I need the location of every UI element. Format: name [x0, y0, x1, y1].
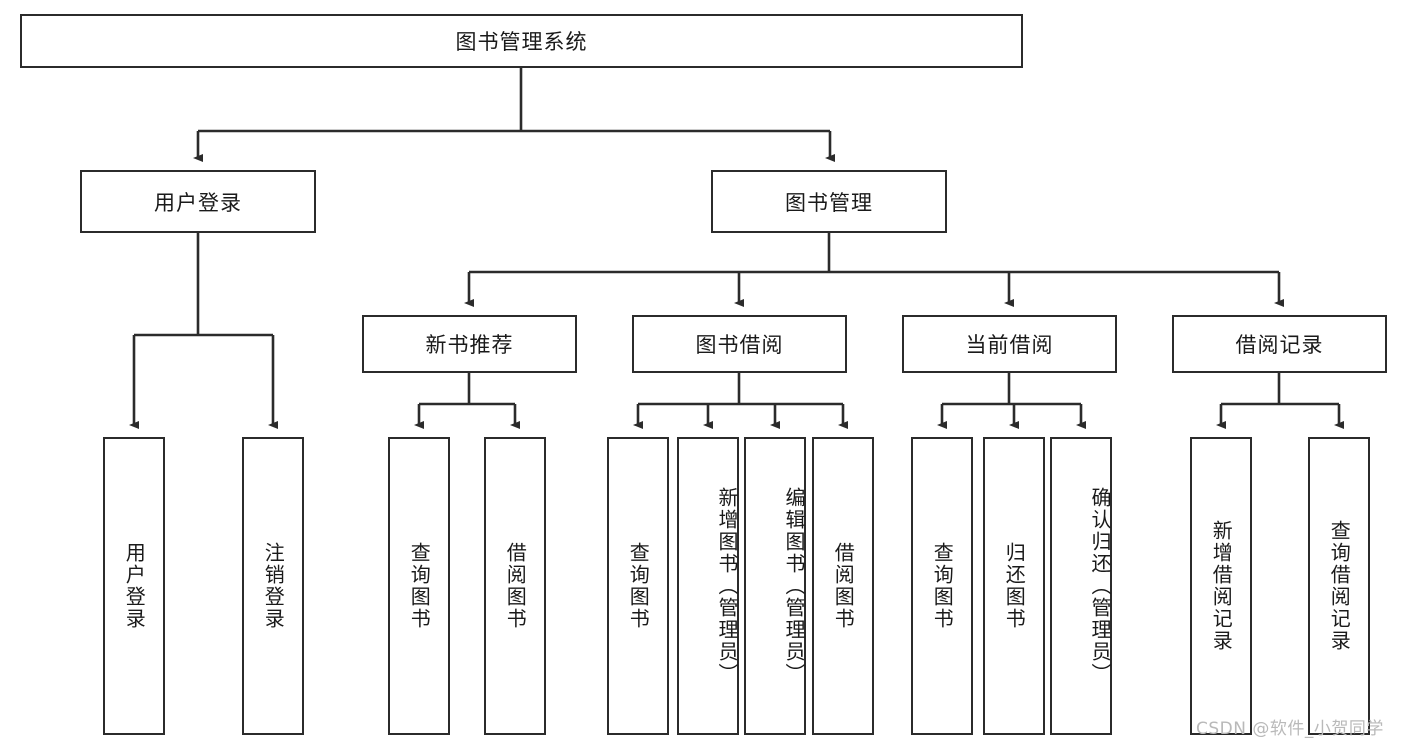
node-leaf-query-book-rec-label: 查询图书 — [407, 542, 432, 630]
node-leaf-query-book-borrow[interactable]: 查询图书 — [607, 437, 669, 735]
node-new-book-rec[interactable]: 新书推荐 — [362, 315, 577, 373]
node-leaf-add-record-label: 新增借阅记录 — [1209, 520, 1234, 652]
node-leaf-edit-book[interactable]: 编辑图书（管理员） — [744, 437, 806, 735]
node-leaf-return-book[interactable]: 归还图书 — [983, 437, 1045, 735]
node-root-label: 图书管理系统 — [455, 30, 588, 54]
node-leaf-confirm-return-label: 确认归还（管理员） — [1088, 487, 1112, 685]
node-book-manage[interactable]: 图书管理 — [711, 170, 947, 233]
node-leaf-add-record[interactable]: 新增借阅记录 — [1190, 437, 1252, 735]
node-leaf-confirm-return[interactable]: 确认归还（管理员） — [1050, 437, 1112, 735]
node-leaf-borrow-book-label: 借阅图书 — [831, 542, 856, 630]
node-leaf-return-book-label: 归还图书 — [1002, 542, 1027, 630]
node-user-login[interactable]: 用户登录 — [80, 170, 316, 233]
node-leaf-borrow-book-rec[interactable]: 借阅图书 — [484, 437, 546, 735]
node-leaf-user-login[interactable]: 用户登录 — [103, 437, 165, 735]
node-leaf-add-book-label: 新增图书（管理员） — [715, 487, 739, 685]
node-leaf-logout[interactable]: 注销登录 — [242, 437, 304, 735]
node-leaf-query-book-borrow-label: 查询图书 — [626, 542, 651, 630]
node-book-borrow-label: 图书借阅 — [695, 333, 784, 357]
node-leaf-borrow-book-rec-label: 借阅图书 — [503, 542, 528, 630]
node-book-borrow[interactable]: 图书借阅 — [632, 315, 847, 373]
node-current-borrow-label: 当前借阅 — [965, 333, 1054, 357]
node-leaf-edit-book-label: 编辑图书（管理员） — [782, 487, 806, 685]
node-leaf-logout-label: 注销登录 — [261, 542, 286, 630]
node-leaf-query-book-cur[interactable]: 查询图书 — [911, 437, 973, 735]
node-leaf-user-login-label: 用户登录 — [122, 542, 147, 630]
node-leaf-query-record-label: 查询借阅记录 — [1327, 520, 1352, 652]
node-leaf-add-book[interactable]: 新增图书（管理员） — [677, 437, 739, 735]
node-borrow-record-label: 借阅记录 — [1235, 333, 1324, 357]
node-book-manage-label: 图书管理 — [785, 190, 873, 215]
node-root[interactable]: 图书管理系统 — [20, 14, 1023, 68]
node-new-book-rec-label: 新书推荐 — [425, 333, 514, 357]
node-leaf-query-book-rec[interactable]: 查询图书 — [388, 437, 450, 735]
node-user-login-label: 用户登录 — [154, 190, 242, 215]
node-leaf-query-book-cur-label: 查询图书 — [930, 542, 955, 630]
node-leaf-query-record[interactable]: 查询借阅记录 — [1308, 437, 1370, 735]
node-leaf-borrow-book[interactable]: 借阅图书 — [812, 437, 874, 735]
node-borrow-record[interactable]: 借阅记录 — [1172, 315, 1387, 373]
csdn-watermark: CSDN @软件_小贺同学 — [1196, 719, 1384, 739]
node-current-borrow[interactable]: 当前借阅 — [902, 315, 1117, 373]
